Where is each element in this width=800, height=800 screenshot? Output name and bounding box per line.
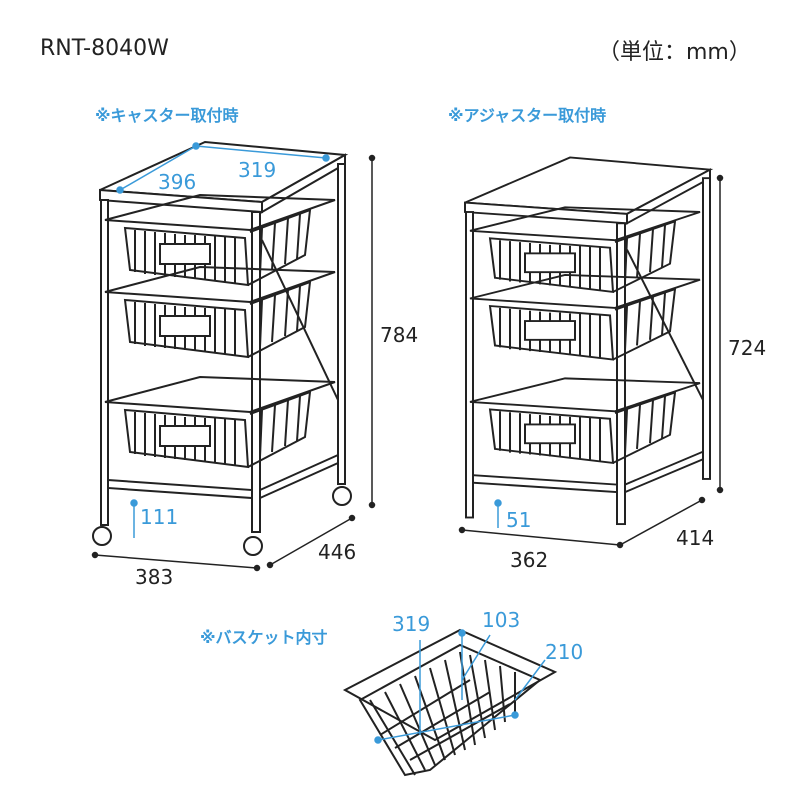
adjuster-width: 362: [510, 548, 549, 572]
adjuster-label: ※アジャスター取付時: [448, 106, 607, 125]
basket-height: 103: [482, 608, 521, 632]
caster-top-depth: 319: [238, 158, 277, 182]
caster-wheel-icons: [92, 486, 352, 556]
unit-label: （単位：mm）: [598, 40, 751, 65]
basket-label: ※バスケット内寸: [200, 628, 328, 647]
adjuster-bottom-clearance: 51: [506, 508, 532, 532]
basket-depth: 210: [545, 640, 584, 664]
basket-drawing: [342, 628, 558, 777]
caster-depth: 446: [318, 540, 357, 564]
caster-top-width: 396: [158, 170, 197, 194]
adjuster-rack-drawing: [458, 157, 724, 549]
caster-height: 784: [380, 323, 419, 347]
caster-width: 383: [135, 565, 174, 589]
caster-bottom-clearance: 111: [140, 505, 179, 529]
adjuster-height: 724: [728, 336, 767, 360]
adjuster-depth: 414: [676, 526, 715, 550]
caster-rack-drawing: [91, 142, 376, 572]
basket-width: 319: [392, 612, 431, 636]
caster-label: ※キャスター取付時: [95, 106, 239, 125]
model-number: RNT-8040W: [40, 36, 169, 61]
